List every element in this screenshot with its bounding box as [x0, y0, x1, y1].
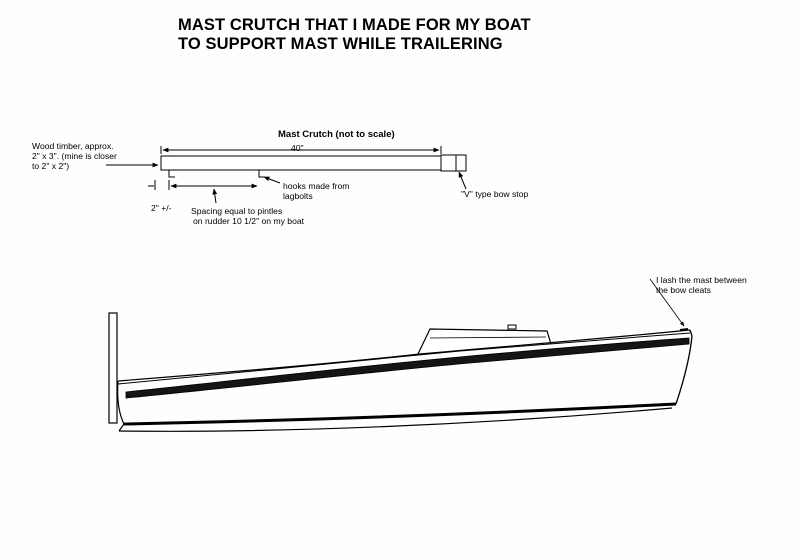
lash-note-leader — [649, 278, 685, 327]
title-line-2: TO SUPPORT MAST WHILE TRAILERING — [178, 35, 503, 53]
wood-note: Wood timber, approx. 2" x 3". (mine is c… — [32, 141, 117, 171]
crutch-timber — [160, 155, 442, 171]
length-dimension-label: 40" — [291, 143, 304, 153]
title-line-1: MAST CRUTCH THAT I MADE FOR MY BOAT — [178, 16, 531, 34]
spacing-note-line-2: on rudder 10 1/2" on my boat — [193, 216, 305, 226]
bow-cleat — [679, 328, 689, 331]
hooks-note: hooks made from lagbolts — [283, 181, 349, 201]
lash-note-line-1: I lash the mast between — [656, 275, 747, 285]
lash-note-line-2: the bow cleats — [656, 285, 711, 295]
transom — [117, 380, 125, 432]
spacing-note: Spacing equal to pintles on rudder 10 1/… — [191, 206, 304, 226]
stern-post — [108, 312, 118, 424]
spacing-note-line-1: Spacing equal to pintles — [191, 206, 283, 216]
hook-left — [168, 170, 175, 178]
sheer-stripe — [125, 337, 690, 399]
hooks-note-line-2: lagbolts — [283, 191, 313, 201]
bow-stop-block — [440, 154, 467, 172]
hooks-note-line-1: hooks made from — [283, 181, 350, 191]
boot-stripe — [123, 402, 677, 426]
wood-note-line-2: 2" x 3". (mine is closer — [32, 151, 117, 161]
mast-crutch-drawing — [106, 146, 467, 204]
offset-dimension-label: 2" +/- — [151, 203, 172, 213]
bow-stop-leader — [458, 171, 467, 190]
bow-profile — [675, 329, 693, 405]
boat-drawing — [108, 278, 693, 432]
hook-right — [258, 170, 265, 178]
crutch-heading: Mast Crutch (not to scale) — [278, 129, 395, 140]
wood-note-line-3: to 2" x 2") — [32, 161, 70, 171]
wood-note-line-1: Wood timber, approx. — [32, 141, 114, 151]
lash-note: I lash the mast between the bow cleats — [656, 275, 747, 295]
bow-stop-note: "V" type bow stop — [461, 189, 529, 199]
hooks-note-leader — [263, 176, 281, 184]
diagram-title: MAST CRUTCH THAT I MADE FOR MY BOAT TO S… — [178, 16, 531, 54]
cabin — [417, 328, 552, 355]
deck-line — [117, 329, 691, 382]
spacing-note-leader — [212, 188, 218, 204]
keel-line — [118, 407, 673, 432]
